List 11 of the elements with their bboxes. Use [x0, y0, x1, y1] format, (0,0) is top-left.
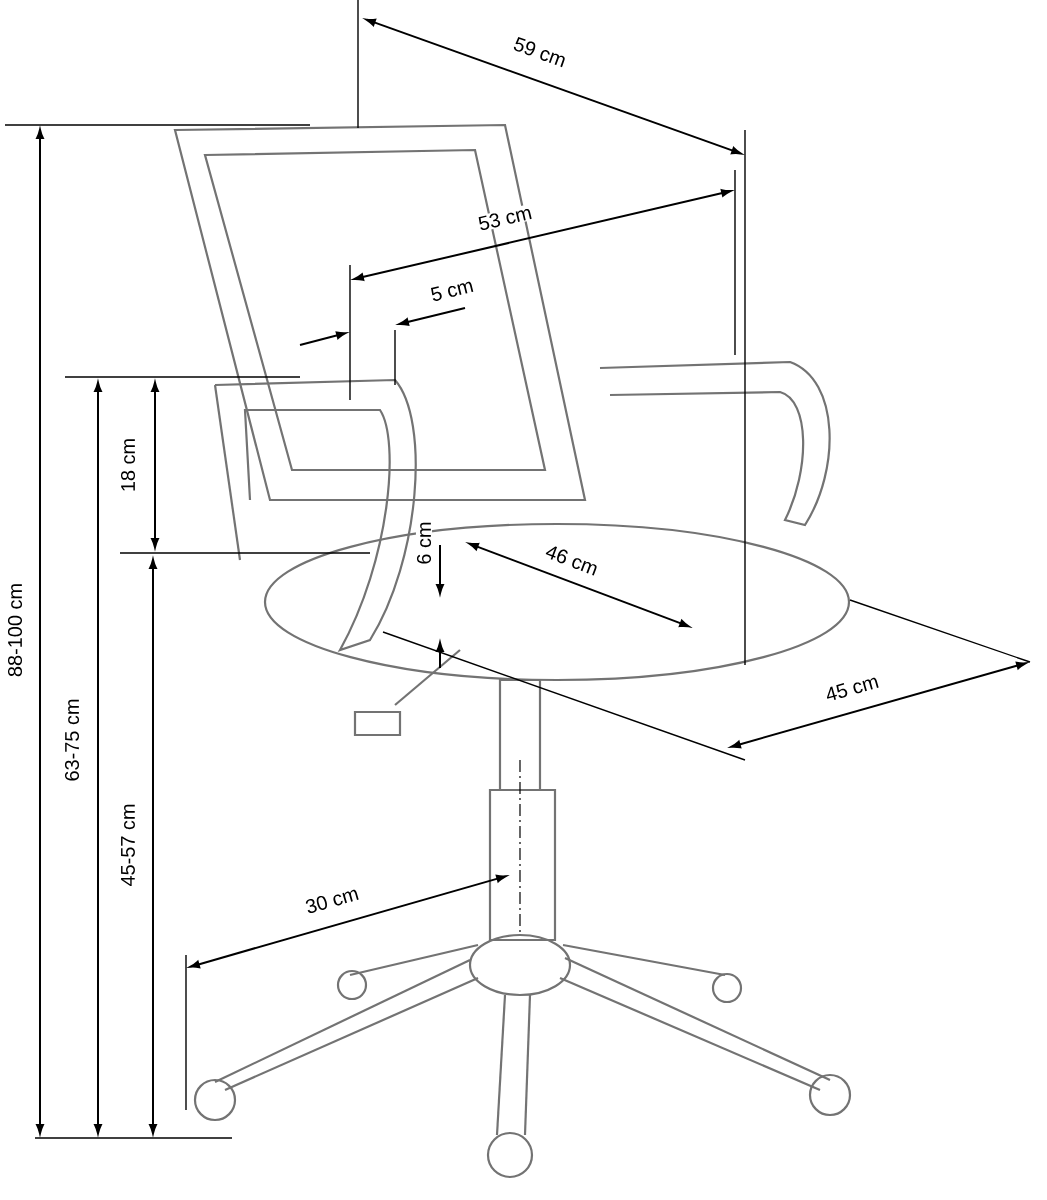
- dimension-label: 88-100 cm: [6, 581, 24, 679]
- dimension-label: 46 cm: [542, 542, 602, 578]
- dimension-label: 5 cm: [428, 276, 476, 304]
- dimension-label: 45-57 cm: [120, 802, 136, 888]
- dimension-label: 18 cm: [119, 436, 137, 494]
- dimension-label: 53 cm: [475, 203, 535, 233]
- dimension-label: 45 cm: [822, 672, 882, 704]
- dimension-label: 59 cm: [510, 34, 570, 70]
- dimension-label: 30 cm: [302, 884, 362, 916]
- dimension-label: 63-75 cm: [63, 697, 81, 783]
- dimension-label: 6 cm: [415, 520, 433, 566]
